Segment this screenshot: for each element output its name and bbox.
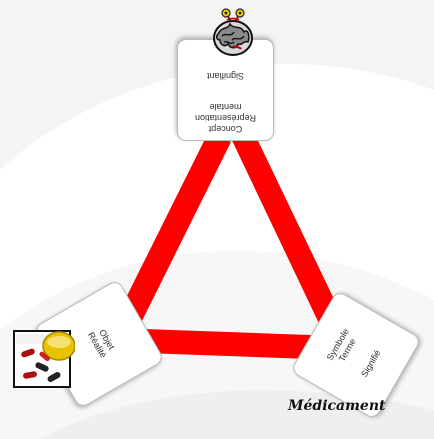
caption-medicament: Médicament	[288, 398, 385, 414]
card-concept-line-1: Concept	[178, 123, 273, 134]
card-concept-role: Signifiant	[178, 70, 273, 81]
brain-icon	[208, 6, 258, 60]
card-concept-line-2: Représentation	[178, 112, 273, 123]
pills-icon	[13, 330, 75, 388]
card-concept-line-3: mentale	[178, 101, 273, 112]
